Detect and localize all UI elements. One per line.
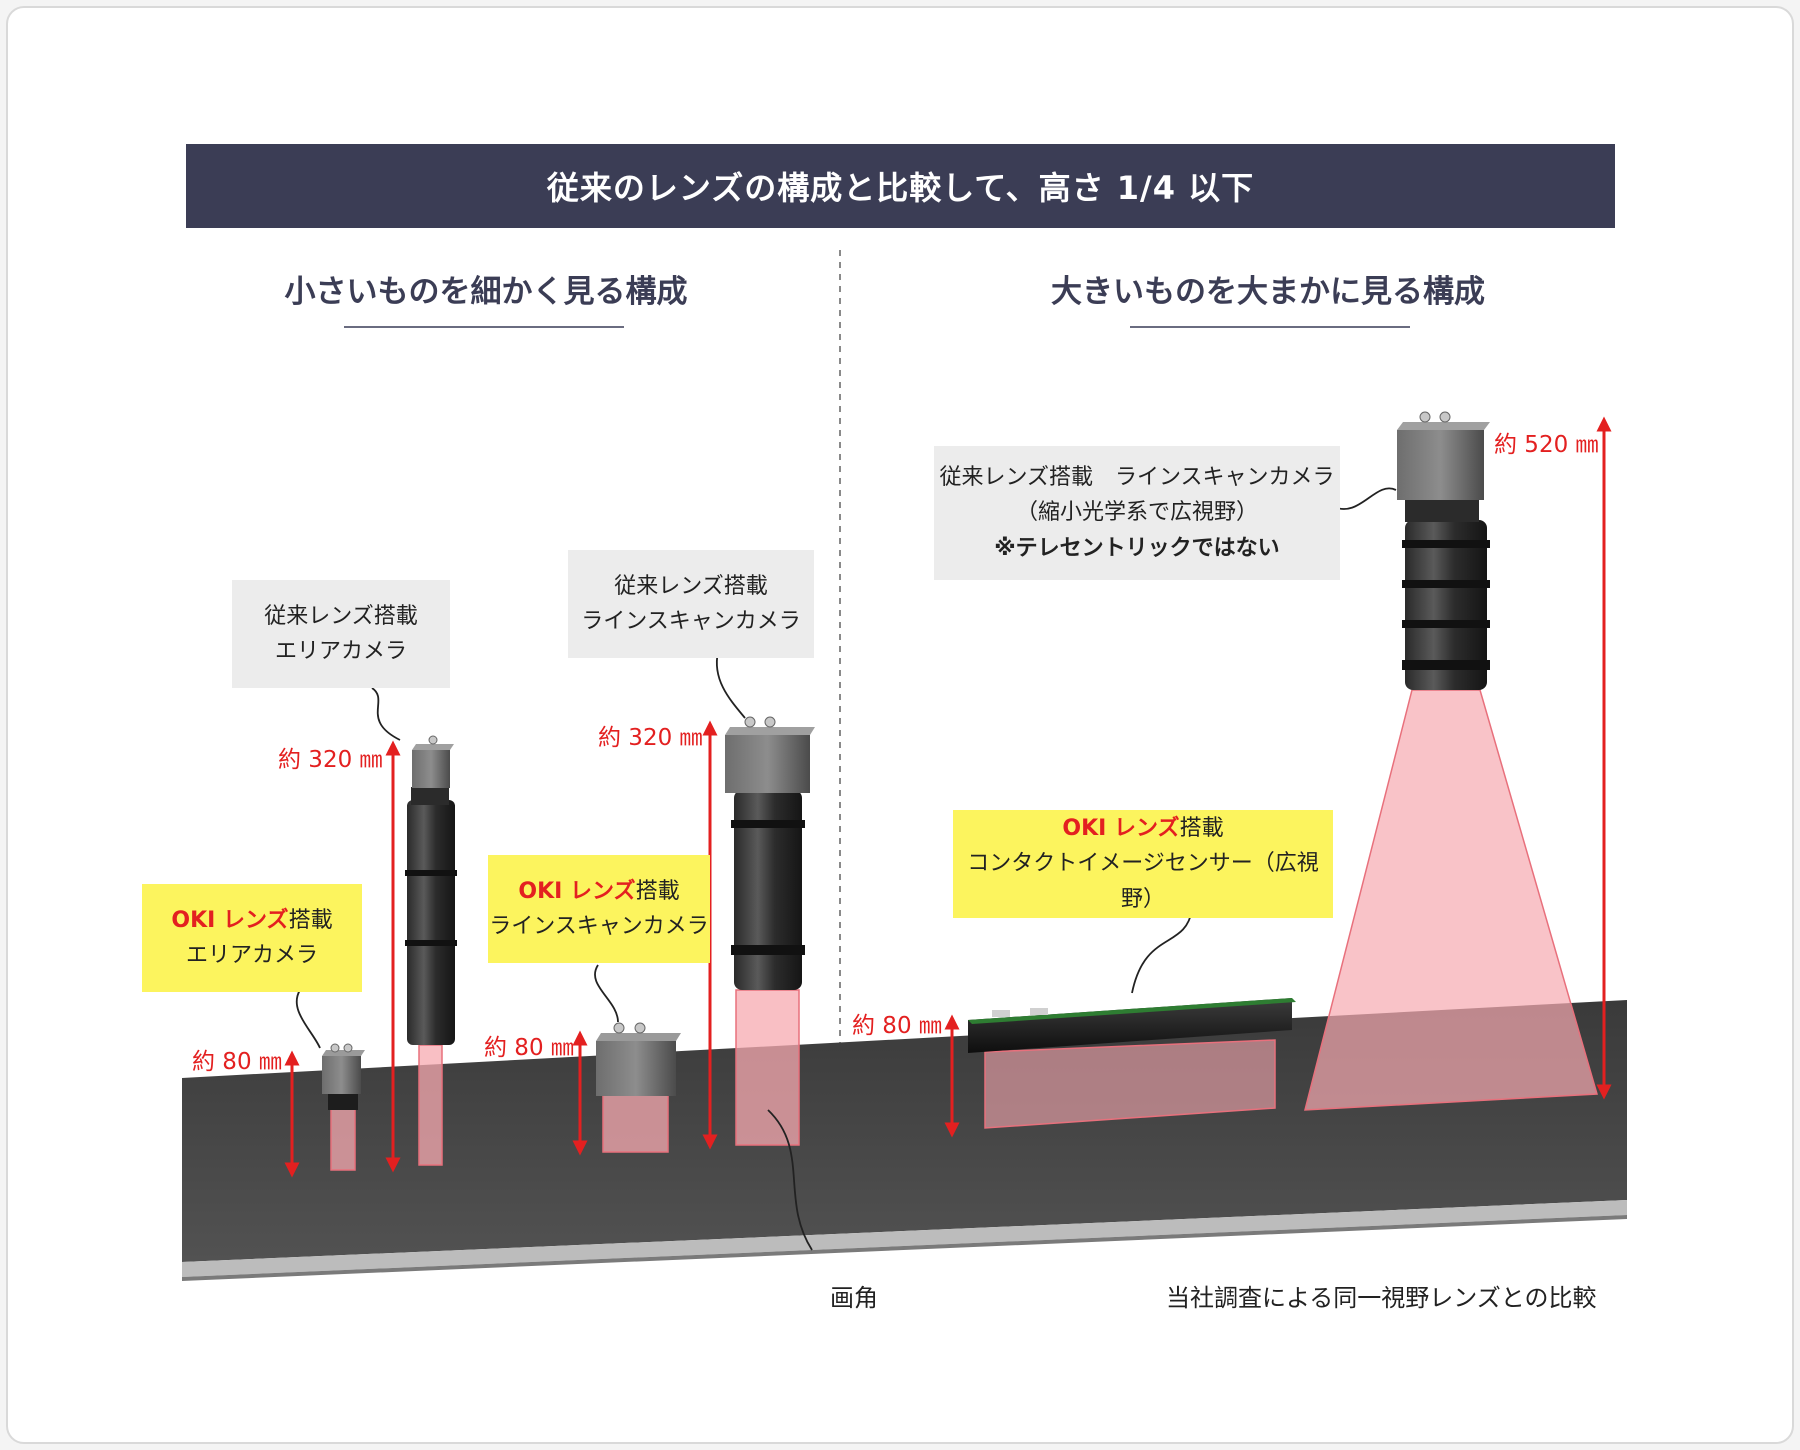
oki-line-label-suffix: 搭載: [635, 878, 680, 904]
conv-area-label-line2: エリアカメラ: [274, 639, 407, 664]
oki-line-camera-head: [596, 1041, 676, 1096]
oki-line-leader: [594, 964, 619, 1023]
conv-wide-leader: [1331, 487, 1397, 510]
oki-line-label: OKI レンズ搭載 ラインスキャンカメラ: [488, 855, 710, 963]
conv-wide-label: 従来レンズ搭載 ラインスキャンカメラ （縮小光学系で広視野） ※テレセントリック…: [934, 446, 1340, 580]
conv-wide-height-label: 約 520 ㎜: [1494, 432, 1599, 458]
conv-wide-camera-barrel: [1405, 520, 1487, 690]
conv-line-label: 従来レンズ搭載 ラインスキャンカメラ: [568, 550, 814, 658]
angle-leader: [767, 1109, 813, 1251]
angle-caption: 画角: [830, 1284, 878, 1312]
oki-area-leader: [295, 989, 321, 1049]
conv-wide-label-line2: （縮小光学系で広視野）: [1015, 500, 1258, 526]
conv-wide-camera-head: [1397, 430, 1484, 500]
oki-cis-leader: [1131, 909, 1193, 994]
conv-area-fov: [418, 1044, 443, 1166]
left-section-title: 小さいものを細かく見る構成: [284, 274, 688, 310]
oki-cis-height-label: 約 80 ㎜: [852, 1013, 942, 1039]
oki-cis-label-brand: OKI レンズ: [1062, 816, 1180, 842]
oki-cis-fov: [984, 1039, 1276, 1129]
conv-wide-label-line3: ※テレセントリックではない: [994, 535, 1280, 561]
oki-area-label-suffix: 搭載: [288, 907, 333, 933]
comparison-note: 当社調査による同一視野レンズとの比較: [1166, 1284, 1597, 1312]
conv-area-height-label: 約 320 ㎜: [278, 747, 383, 773]
oki-cis-label: OKI レンズ搭載 コンタクトイメージセンサー（広視野）: [953, 810, 1333, 918]
oki-line-label-brand: OKI レンズ: [518, 878, 636, 904]
conv-wide-label-line1: 従来レンズ搭載 ラインスキャンカメラ: [939, 465, 1335, 491]
oki-area-camera-head: [322, 1056, 361, 1094]
conv-area-label-line1: 従来レンズ搭載: [264, 603, 418, 629]
conv-line-label-line1: 従来レンズ搭載: [614, 573, 768, 599]
oki-area-label: OKI レンズ搭載 エリアカメラ: [142, 884, 362, 992]
conveyor-edge: [182, 1200, 1627, 1277]
conv-line-camera-barrel: [734, 790, 802, 990]
conv-wide-fov: [1304, 689, 1598, 1111]
oki-line-height-label: 約 80 ㎜: [484, 1035, 574, 1061]
oki-area-height-label: 約 80 ㎜: [192, 1049, 282, 1075]
oki-area-camera-lens: [328, 1090, 358, 1110]
conv-line-camera-head: [725, 735, 810, 793]
oki-cis-sensor-body: [968, 998, 1292, 1053]
left-section-underline: [344, 326, 624, 328]
oki-line-fov: [602, 1089, 669, 1153]
conv-area-camera-head: [412, 750, 450, 788]
oki-area-label-line2: エリアカメラ: [185, 943, 318, 968]
conv-area-label: 従来レンズ搭載 エリアカメラ: [232, 580, 450, 688]
oki-area-fov: [330, 1104, 356, 1171]
conv-area-camera-barrel: [407, 800, 455, 1045]
oki-cis-label-line2: コンタクトイメージセンサー（広視野）: [967, 851, 1319, 912]
conv-line-leader: [715, 651, 746, 719]
conv-line-height-label: 約 320 ㎜: [598, 725, 703, 751]
conv-line-label-line2: ラインスキャンカメラ: [581, 609, 801, 634]
oki-line-label-line2: ラインスキャンカメラ: [489, 914, 709, 939]
conv-line-fov: [735, 989, 800, 1146]
right-section-underline: [1130, 326, 1410, 328]
banner-title: 従来のレンズの構成と比較して、高さ 1/4 以下: [186, 144, 1615, 228]
conv-area-leader: [371, 687, 401, 741]
oki-cis-label-suffix: 搭載: [1179, 816, 1224, 842]
right-section-title: 大きいものを大まかに見る構成: [1051, 274, 1485, 310]
oki-area-label-brand: OKI レンズ: [171, 907, 289, 933]
